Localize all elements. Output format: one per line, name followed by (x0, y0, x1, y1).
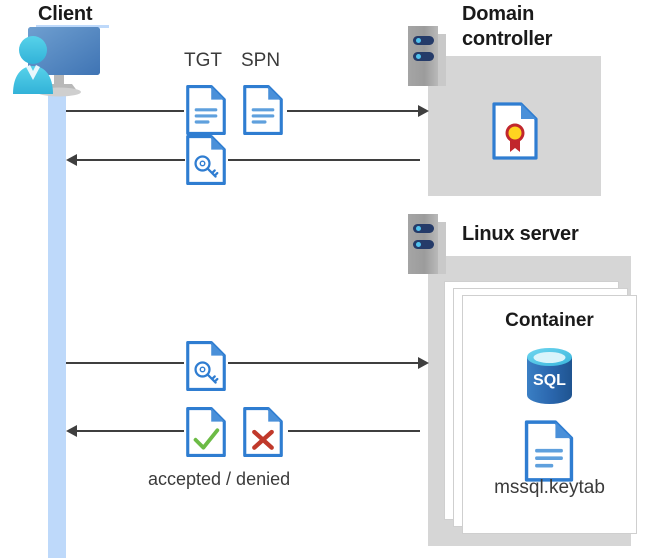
spn-document-icon (243, 84, 283, 136)
container-card-front[interactable] (462, 295, 637, 534)
sql-database-icon: SQL (523, 347, 576, 410)
ticket-key-document-icon-2 (186, 340, 226, 392)
message-4-line-left (77, 430, 184, 432)
message-4-arrowhead (66, 425, 77, 437)
svg-text:SQL: SQL (533, 372, 566, 389)
ticket-key-document-icon (186, 134, 226, 186)
keytab-document-icon (524, 420, 574, 482)
message-3-arrowhead (418, 357, 429, 369)
tgt-label: TGT (184, 50, 222, 71)
message-3-line-left (66, 362, 184, 364)
client-title: Client (38, 3, 93, 25)
accepted-check-document-icon (186, 406, 226, 458)
domain-controller-title-line2: controller (462, 28, 553, 50)
denied-cross-document-icon (243, 406, 283, 458)
domain-controller-server-rack-icon (408, 26, 446, 86)
user-monitor-icon (8, 24, 114, 98)
client-title-underline (36, 25, 109, 28)
message-3-line-right (228, 362, 420, 364)
keytab-label: mssql.keytab (494, 477, 605, 498)
linux-server-title: Linux server (462, 223, 579, 245)
domain-controller-title-line1: Domain (462, 3, 535, 25)
container-title: Container (505, 310, 594, 331)
tgt-document-icon (186, 84, 226, 136)
message-1-arrowhead (418, 105, 429, 117)
spn-label: SPN (241, 50, 281, 71)
accepted-denied-caption: accepted / denied (148, 469, 291, 489)
certificate-document-icon (492, 102, 538, 160)
message-2-arrowhead (66, 154, 77, 166)
message-2-line-left (77, 159, 185, 161)
message-4-line-right (288, 430, 420, 432)
message-2-line-right (228, 159, 420, 161)
message-1-line-right (287, 110, 420, 112)
message-1-line-left (66, 110, 184, 112)
client-lifeline (48, 92, 66, 558)
linux-server-server-rack-icon (408, 214, 446, 274)
